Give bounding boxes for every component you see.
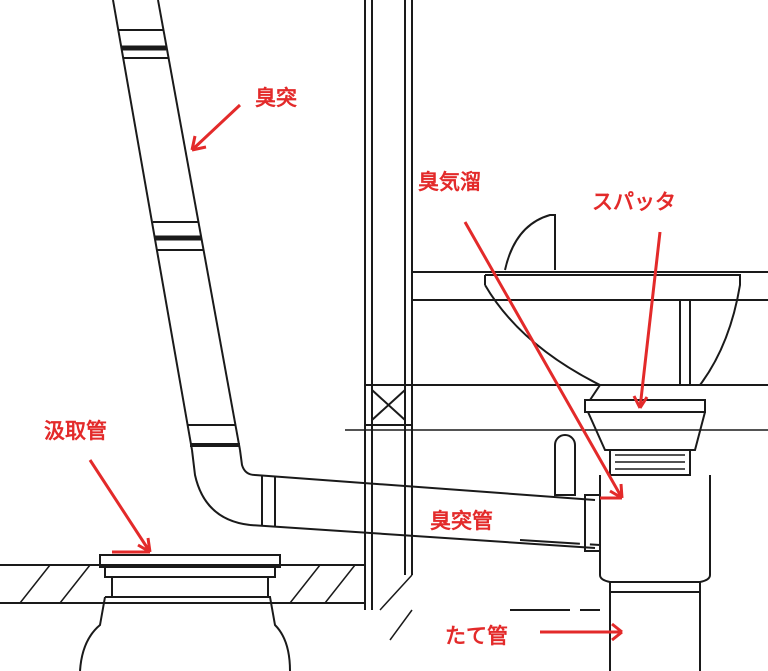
label-vent-pipe: 臭突管 <box>430 509 493 533</box>
label-suction-pipe: 汲取管 <box>44 419 107 443</box>
toilet-bowl <box>484 214 741 671</box>
label-vertical-pipe: たて管 <box>445 624 508 648</box>
floor-lines <box>0 271 768 641</box>
vent-stack <box>112 0 241 451</box>
label-splatter: スパッタ <box>592 190 676 214</box>
label-arrows <box>88 103 662 642</box>
label-odor-trap: 臭気溜 <box>418 170 481 194</box>
label-vent: 臭突 <box>255 86 297 110</box>
wall-column <box>345 0 768 610</box>
septic-tank <box>79 554 291 671</box>
vent-pipe <box>191 434 601 552</box>
